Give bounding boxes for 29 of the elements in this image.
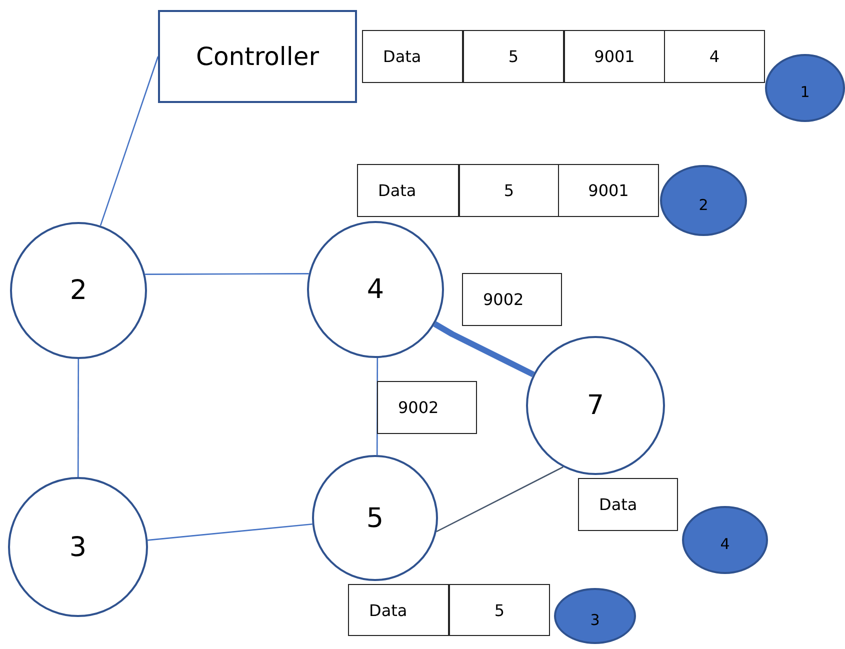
switch-node: 5 (312, 455, 438, 581)
packet-field: 4 (664, 30, 765, 83)
switch-node: 2 (10, 222, 147, 359)
switch-node: 7 (526, 336, 665, 475)
controller-box: Controller (158, 10, 357, 103)
packet-field: Data (578, 478, 678, 531)
packet-field: Data (362, 30, 463, 83)
packet-field: 5 (459, 164, 559, 217)
packet-field: Data (357, 164, 459, 217)
packet-field: 5 (463, 30, 564, 83)
packet-field: 9002 (377, 381, 477, 434)
packet-field: 9002 (462, 273, 562, 326)
step-number-badge: 2 (660, 165, 747, 236)
step-number-badge: 4 (682, 506, 768, 574)
link-line (433, 321, 535, 378)
step-number-badge: 3 (554, 588, 636, 644)
link-line (436, 466, 564, 532)
link-line (77, 359, 80, 477)
link-line (100, 56, 159, 226)
switch-node: 3 (8, 477, 148, 617)
switch-node: 4 (307, 221, 444, 358)
link-line (148, 523, 312, 541)
link-line (376, 358, 378, 455)
packet-field: 5 (449, 584, 550, 636)
step-number-badge: 1 (765, 54, 845, 122)
packet-field: 9001 (558, 164, 659, 217)
link-line (145, 273, 309, 275)
packet-field: 9001 (564, 30, 665, 83)
packet-field: Data (348, 584, 449, 636)
